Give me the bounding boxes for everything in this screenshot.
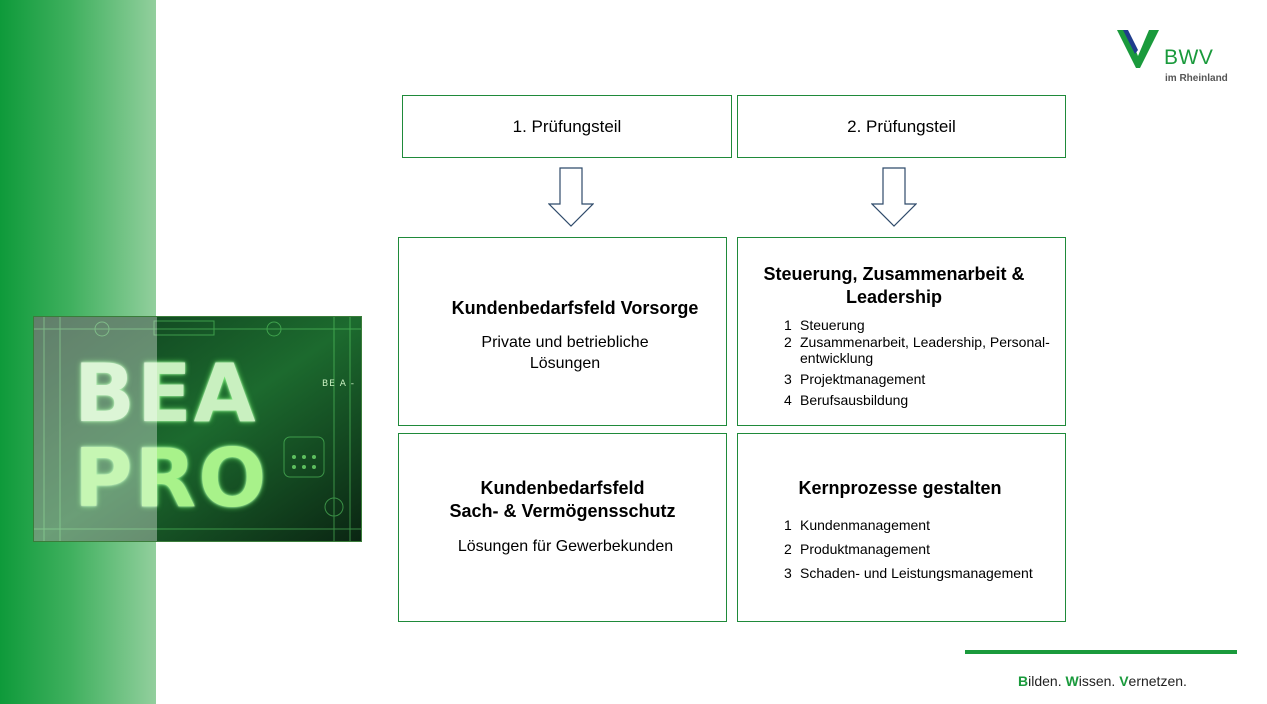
- hero-fade-overlay: [34, 317, 157, 541]
- box-title-line2: Leadership: [845, 287, 943, 307]
- list-item-text: Produktmanagement: [800, 541, 930, 557]
- list-item-text: Steuerung: [800, 317, 865, 333]
- box-title-line1: Steuerung, Zusammenarbeit &: [763, 264, 1025, 284]
- box-subtitle-line2: Lösungen: [529, 355, 601, 372]
- down-arrow-icon: [548, 167, 594, 227]
- slogan-word: ernetzen: [1128, 673, 1184, 689]
- box-subtitle: Lösungen für Gewerbekunden: [457, 538, 674, 555]
- list-item-text: Kundenmanagement: [800, 517, 930, 533]
- slogan-initial: V: [1119, 673, 1129, 689]
- list-item-text: Zusammenarbeit, Leadership, Personal-: [800, 334, 1050, 350]
- process-list: 1 Kundenmanagement 2 Produktmanagement 3…: [784, 517, 1064, 581]
- list-item-text: Berufsausbildung: [800, 392, 909, 408]
- list-item-text: Projektmanagement: [800, 371, 926, 387]
- list-item: 4 Berufsausbildung: [784, 392, 1064, 408]
- list-item-number: 4: [784, 392, 792, 408]
- box-steuerung-leadership: Steuerung, Zusammenarbeit & Leadership 1…: [737, 237, 1066, 426]
- box-title: Kernprozesse gestalten: [798, 478, 1002, 498]
- slogan-initial: W: [1065, 673, 1079, 689]
- list-item-number: 3: [784, 371, 792, 387]
- slogan-end: .: [1183, 673, 1187, 689]
- logo-subtitle: im Rheinland: [1165, 73, 1228, 84]
- box-title-line2: Sach- & Vermögensschutz: [449, 501, 676, 521]
- down-arrow-icon: [871, 167, 917, 227]
- list-item: 3 Schaden- und Leistungsmanagement: [784, 565, 1064, 581]
- logo-name: BWV: [1164, 46, 1214, 69]
- footer-divider: [965, 650, 1237, 654]
- list-item-text-continued: entwicklung: [800, 350, 874, 366]
- list-item-number: 2: [784, 334, 792, 350]
- list-item: 1 Steuerung: [784, 317, 1064, 333]
- slogan-word: issen: [1078, 673, 1112, 689]
- list-item: 3 Projektmanagement: [784, 371, 1064, 387]
- bwv-logo-icon: [1117, 30, 1159, 68]
- slogan: Bilden. Wissen. Vernetzen.: [1018, 673, 1187, 689]
- slogan-separator: .: [1057, 673, 1066, 689]
- list-item-number: 1: [784, 317, 792, 333]
- circuit-background: [34, 317, 361, 541]
- list-item-number: 2: [784, 541, 792, 557]
- slogan-initial: B: [1018, 673, 1029, 689]
- bwv-logo: BWV im Rheinland: [1113, 28, 1243, 88]
- header-exam-part-2: 2. Prüfungsteil: [737, 95, 1066, 158]
- box-title-line1: Kundenbedarfsfeld: [480, 478, 645, 498]
- box-sach-vermoegensschutz: Kundenbedarfsfeld Sach- & Vermögensschut…: [398, 433, 727, 622]
- slogan-word: ilden: [1028, 673, 1058, 689]
- topic-list: 1 Steuerung 2 Zusammenarbeit, Leadership…: [784, 317, 1064, 408]
- list-item-text: Schaden- und Leistungsmanagement: [800, 565, 1033, 581]
- list-item: 1 Kundenmanagement: [784, 517, 1064, 533]
- box-subtitle-line1: Private und betriebliche: [481, 334, 649, 351]
- list-item: 2 Produktmanagement: [784, 541, 1064, 557]
- header-exam-part-1: 1. Prüfungsteil: [402, 95, 732, 158]
- list-item-number: 3: [784, 565, 792, 581]
- bea-pro-image: BEA PRO BE A -: [33, 316, 362, 542]
- box-kernprozesse: Kernprozesse gestalten 1 Kundenmanagemen…: [737, 433, 1066, 622]
- list-item-number: 1: [784, 517, 792, 533]
- header-label: 2. Prüfungsteil: [847, 116, 956, 136]
- box-title: Kundenbedarfsfeld Vorsorge: [451, 298, 699, 318]
- header-label: 1. Prüfungsteil: [512, 116, 622, 136]
- slogan-separator: .: [1111, 673, 1120, 689]
- box-kundenbedarfsfeld-vorsorge: Kundenbedarfsfeld Vorsorge Private und b…: [398, 237, 727, 426]
- list-item: 2 Zusammenarbeit, Leadership, Personal- …: [784, 334, 1064, 366]
